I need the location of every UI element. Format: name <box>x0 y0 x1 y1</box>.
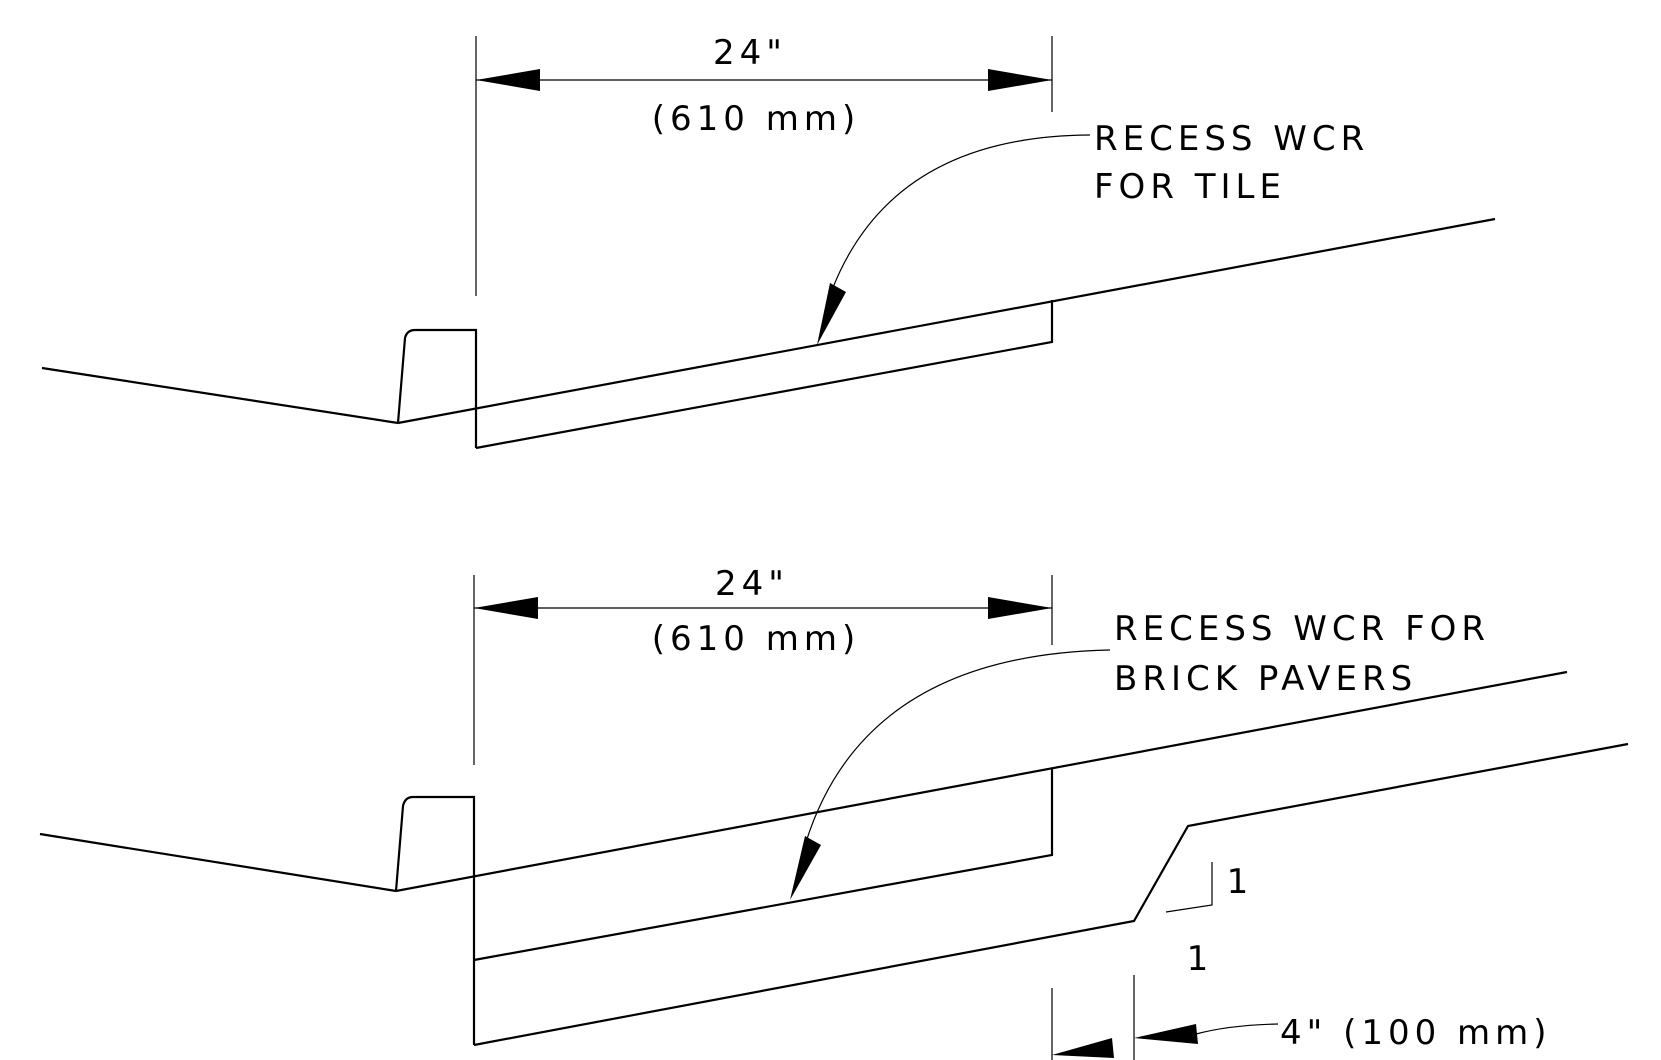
lower-leader-arrowhead <box>790 836 821 900</box>
lower-dimension-arrow-left <box>474 597 538 619</box>
lower-slope-indicator: 1 1 <box>1165 862 1254 979</box>
upper-pavement-left <box>41 366 399 425</box>
upper-callout: RECESS WCR FOR TILE <box>817 119 1369 345</box>
lower-dimension-imperial: 24" <box>715 564 789 604</box>
lower-callout: RECESS WCR FOR BRICK PAVERS <box>790 609 1490 900</box>
upper-dimension-metric: (610 mm) <box>652 99 860 139</box>
slope-triangle <box>1165 862 1213 913</box>
lower-recess-outline <box>473 768 1054 962</box>
upper-callout-line2: FOR TILE <box>1094 167 1286 207</box>
lower-dimension-metric: (610 mm) <box>652 619 860 659</box>
slope-run-label: 1 <box>1187 939 1214 979</box>
lower-offset-dimension: 4" (100 mm) <box>1051 975 1552 1060</box>
upper-leader-line <box>831 134 1091 291</box>
lower-callout-line1: RECESS WCR FOR <box>1114 609 1490 649</box>
upper-dimension-imperial: 24" <box>713 33 787 73</box>
lower-callout-line2: BRICK PAVERS <box>1114 659 1417 699</box>
lower-pavement-left <box>39 832 397 893</box>
lower-leader-line <box>805 649 1111 843</box>
upper-recess-outline <box>475 300 1054 450</box>
lower-curb <box>394 795 476 1045</box>
slope-rise-label: 1 <box>1227 862 1254 902</box>
upper-dimension-arrow-left <box>476 69 540 91</box>
lower-top-slope-line <box>395 670 1568 893</box>
lower-dimension: 24" (610 mm) <box>473 564 1053 765</box>
offset-leader-line <box>1195 1023 1279 1035</box>
upper-top-slope-line <box>397 217 1496 425</box>
lower-detail: 1 1 24" (610 mm) RECESS WCR FOR BRICK PA… <box>39 564 1629 1060</box>
upper-dimension-arrow-right <box>988 69 1052 91</box>
offset-dimension-label: 4" (100 mm) <box>1280 1013 1552 1053</box>
upper-detail: 24" (610 mm) RECESS WCR FOR TILE <box>41 33 1496 450</box>
upper-curb <box>396 328 478 448</box>
offset-arrow-right <box>1134 1024 1198 1044</box>
offset-arrow-left <box>1052 1038 1114 1058</box>
lower-subgrade-line <box>473 742 1629 1047</box>
upper-leader-arrowhead <box>817 283 846 345</box>
upper-dimension: 24" (610 mm) <box>475 33 1053 296</box>
lower-dimension-arrow-right <box>988 597 1052 619</box>
upper-callout-line1: RECESS WCR <box>1094 119 1369 159</box>
